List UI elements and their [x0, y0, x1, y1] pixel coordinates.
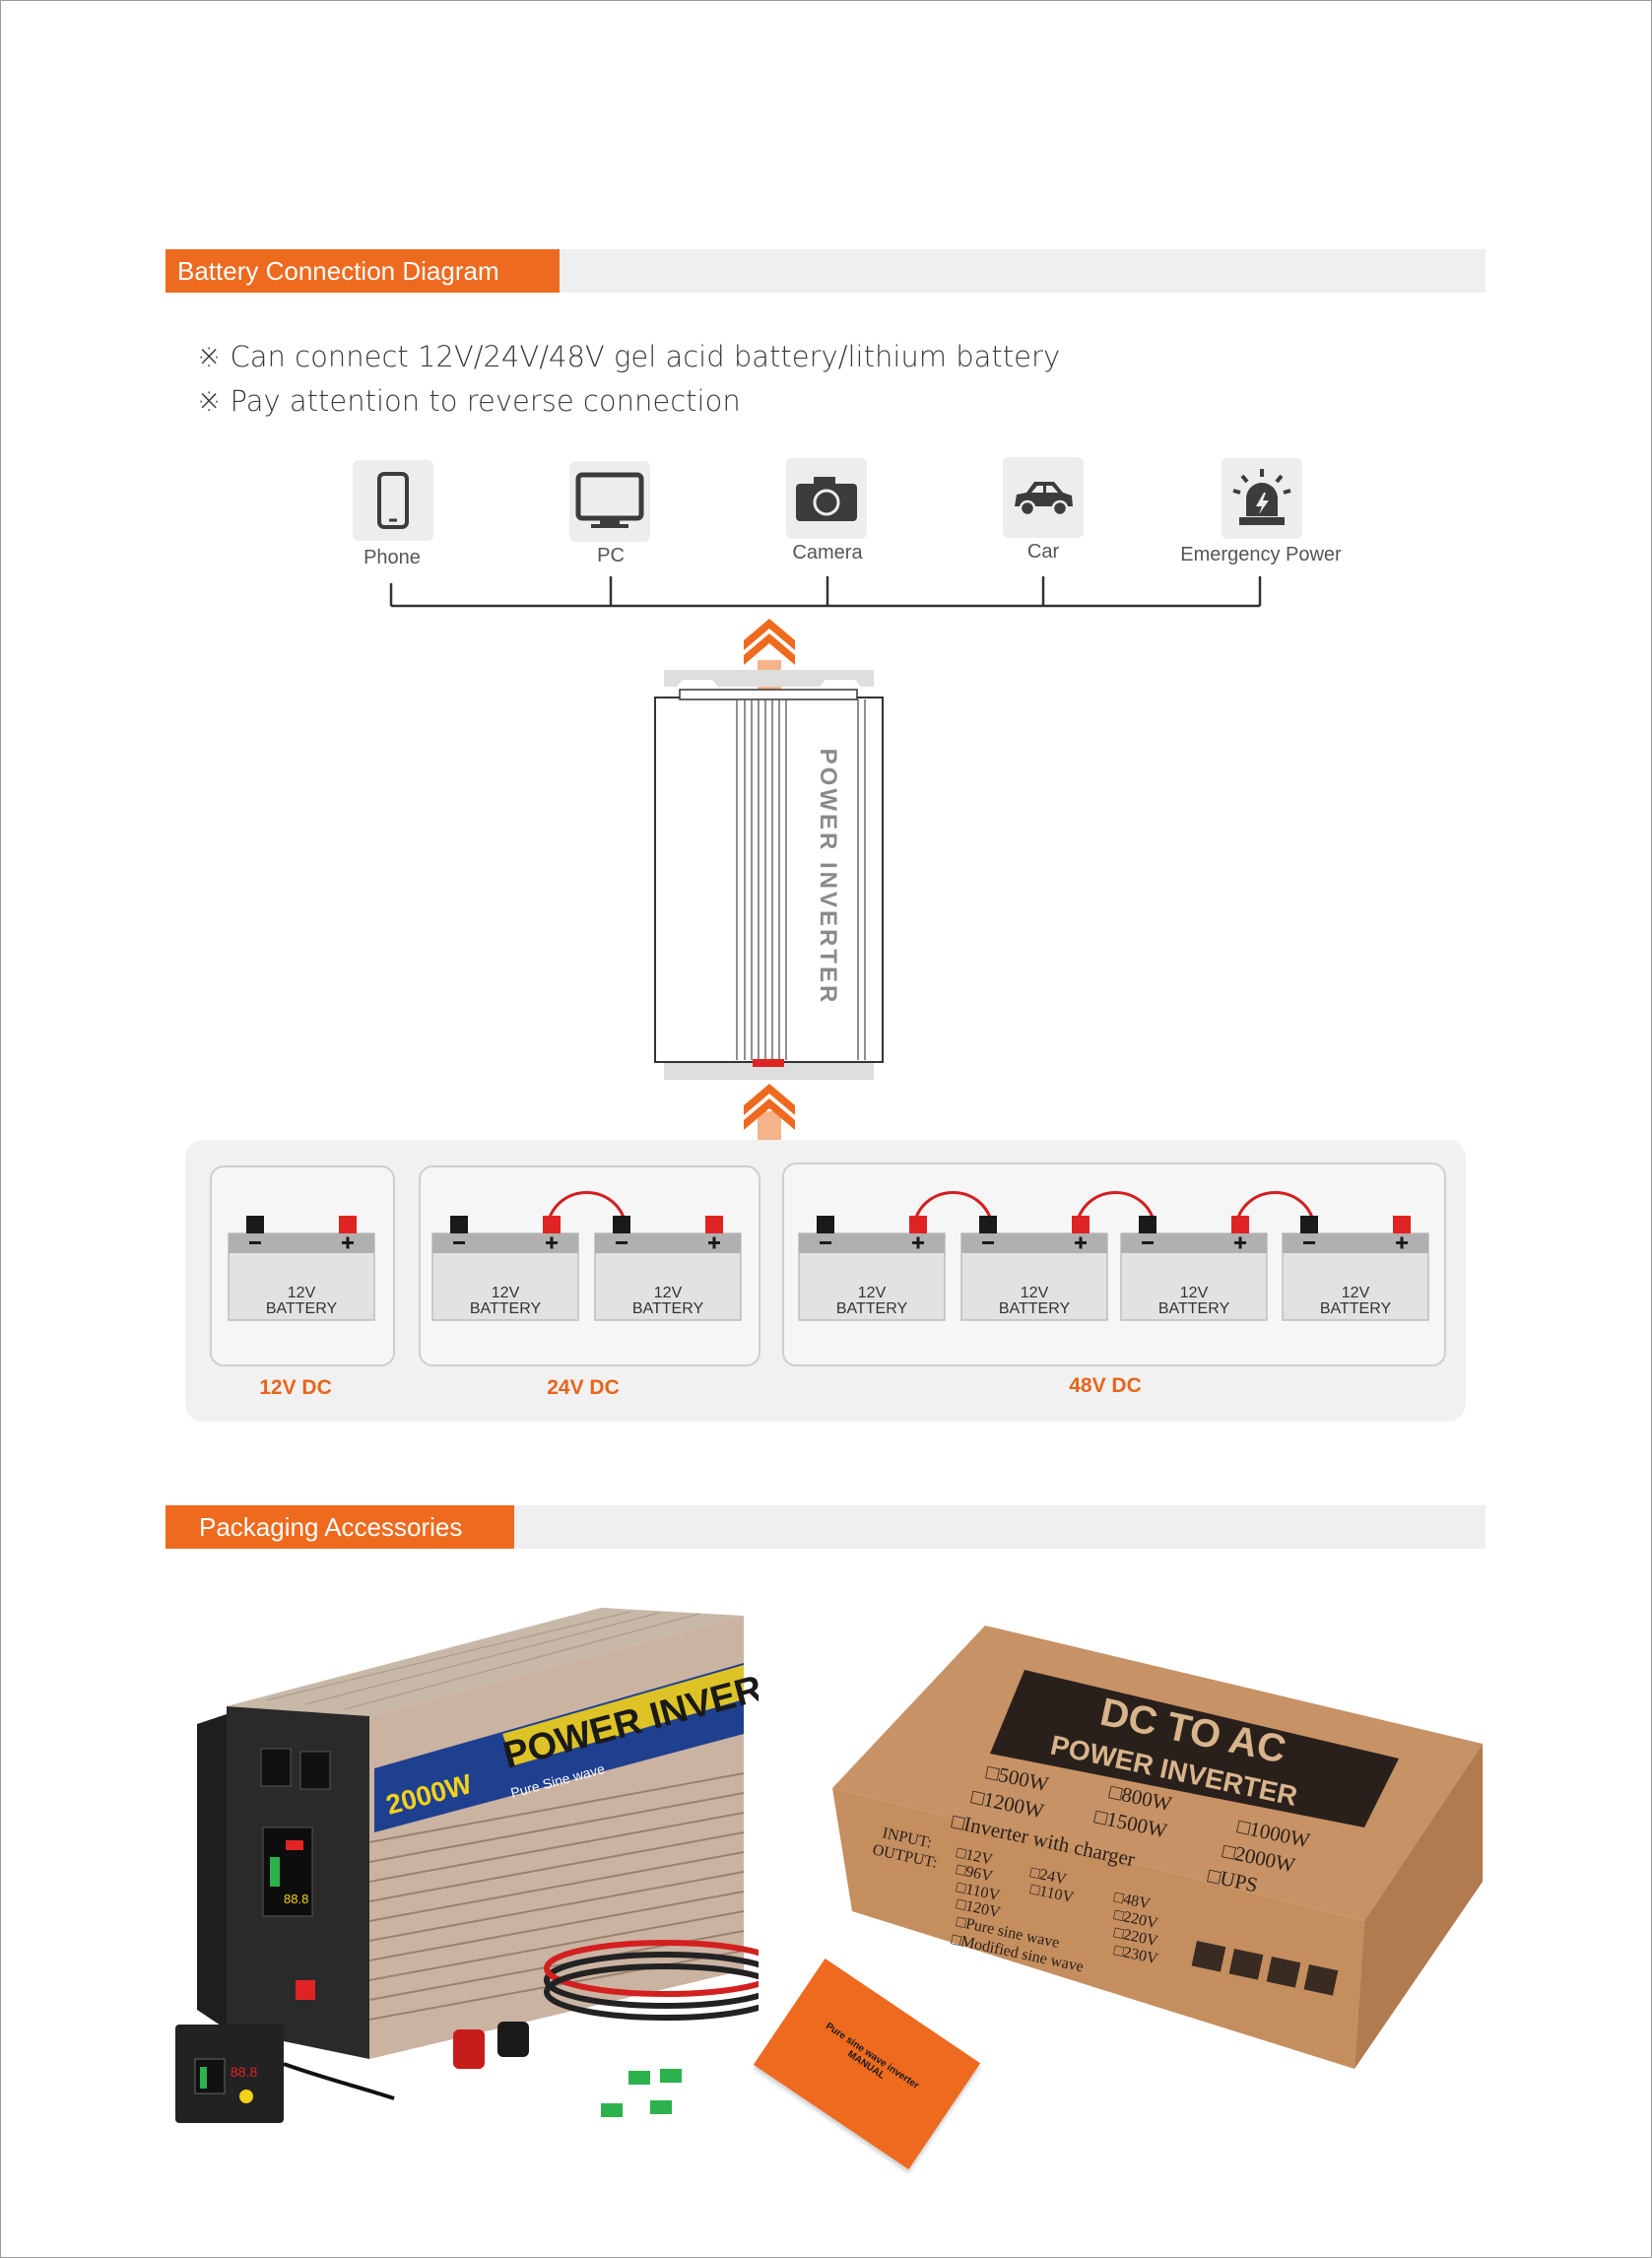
power-inverter: [654, 670, 884, 1080]
device-label-car: Car: [1026, 541, 1060, 563]
device-emergency-power: [1222, 458, 1302, 539]
section-title: Battery Connection Diagram: [165, 249, 560, 293]
panel-digits: 88.8: [284, 1892, 308, 1906]
battery-name: BATTERY: [836, 1300, 908, 1317]
battery-name: BATTERY: [999, 1300, 1071, 1317]
camera-icon: [796, 477, 857, 521]
inverter-product-photo: 2000W POWER INVERTER Pure Sine wave 88.8…: [175, 1608, 759, 2123]
monitor-icon: [575, 472, 644, 528]
battery-name: BATTERY: [1158, 1300, 1230, 1317]
device-label-phone: Phone: [363, 547, 421, 568]
dc-label-12v: 12V DC: [259, 1376, 332, 1399]
device-phone: [353, 460, 433, 541]
battery-name: BATTERY: [1320, 1300, 1392, 1317]
up-arrow-bottom-icon: [744, 1084, 795, 1141]
section-header-battery: Battery Connection Diagram: [165, 249, 1486, 293]
notes: ※ Can connect 12V/24V/48V gel acid batte…: [197, 335, 1060, 424]
connection-diagram: [389, 576, 1262, 1141]
device-pc: [569, 461, 650, 542]
device-label-camera: Camera: [792, 542, 863, 564]
battery-voltage: 12V: [1180, 1285, 1209, 1301]
section-header-packaging: Packaging Accessories: [165, 1505, 1486, 1549]
battery-name: BATTERY: [632, 1300, 704, 1317]
device-camera: [786, 458, 867, 539]
note-line-1: ※ Can connect 12V/24V/48V gel acid batte…: [197, 340, 1061, 373]
battery-name: BATTERY: [470, 1300, 542, 1317]
device-car: [1003, 457, 1084, 538]
device-wires: [389, 576, 1262, 608]
remote-display: 88.8: [231, 2064, 257, 2080]
battery-voltage: 12V: [858, 1285, 887, 1301]
batteries: 12V BATTERY 12V BATTERY 12V BATTERY 12V …: [228, 1191, 1429, 1321]
battery-voltage: 12V: [492, 1285, 520, 1301]
section-title: Packaging Accessories: [165, 1505, 514, 1549]
car-icon: [1015, 482, 1073, 517]
dc-label-24v: 24V DC: [547, 1376, 620, 1399]
battery-voltage: 12V: [1021, 1285, 1049, 1301]
battery-voltage: 12V: [654, 1285, 683, 1301]
packaging-box-photo: DC TO AC POWER INVERTER □500W □800W □100…: [832, 1626, 1483, 2069]
battery-voltage: 12V: [1342, 1285, 1370, 1301]
emergency-light-icon: [1232, 469, 1291, 525]
note-line-2: ※ Pay attention to reverse connection: [197, 384, 741, 418]
dc-label-48v: 48V DC: [1069, 1374, 1142, 1397]
battery-voltage: 12V: [288, 1285, 316, 1301]
phone-icon: [377, 472, 409, 529]
jumper-cables: [546, 1191, 1316, 1225]
battery-name: BATTERY: [266, 1300, 338, 1317]
device-label-emergency: Emergency Power: [1180, 544, 1342, 565]
device-label-pc: PC: [597, 545, 625, 566]
inverter-label: POWER INVERTER: [815, 748, 841, 1006]
